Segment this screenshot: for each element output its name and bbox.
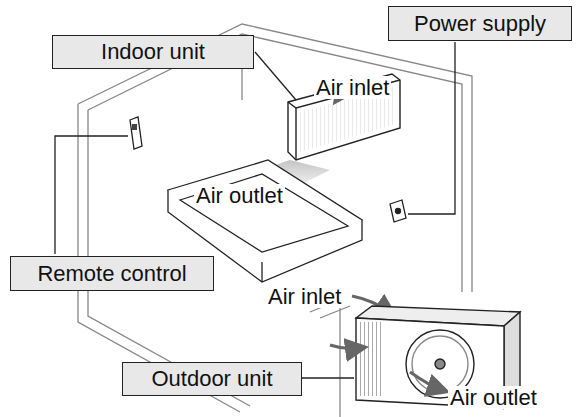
remote-control-label: Remote control xyxy=(10,256,214,291)
air-outlet-label: Air outlet xyxy=(194,184,285,207)
air-inlet-label: Air inlet xyxy=(314,76,391,99)
outdoor-unit-label: Outdoor unit xyxy=(122,362,302,396)
air-inlet-label: Air inlet xyxy=(266,285,343,308)
power-supply-label: Power supply xyxy=(388,6,572,41)
box-text: Indoor unit xyxy=(101,41,205,63)
box-text: Power supply xyxy=(414,13,546,35)
box-text: Outdoor unit xyxy=(151,368,272,390)
air-outlet-label: Air outlet xyxy=(448,386,539,409)
box-text: Remote control xyxy=(37,263,186,285)
indoor-unit-label: Indoor unit xyxy=(52,35,254,69)
